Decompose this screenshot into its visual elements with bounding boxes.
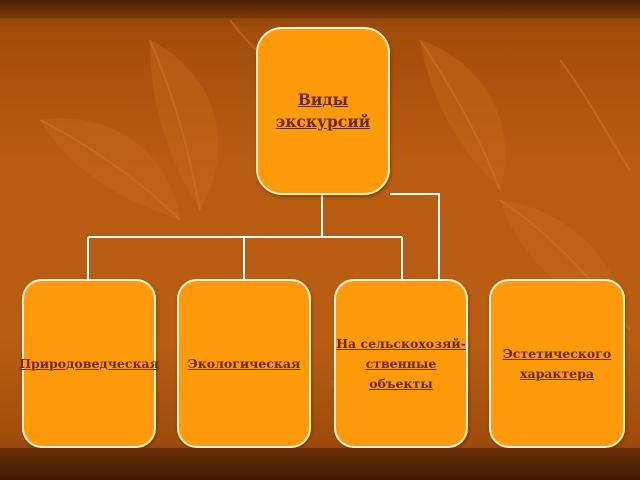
node-label: На сельскохозяй- ственные объекты xyxy=(336,335,466,391)
node-label: Природоведческая xyxy=(19,356,159,371)
node-label: Экологическая xyxy=(187,356,301,371)
node-label: Виды экскурсий xyxy=(275,90,371,131)
bottom-band xyxy=(0,448,640,480)
node-aesthetic: Эстетического характера xyxy=(489,279,625,448)
node-excursion-types: Виды экскурсий xyxy=(256,27,390,195)
node-ecological: Экологическая xyxy=(177,279,311,448)
node-label: Эстетического характера xyxy=(502,345,612,381)
top-band xyxy=(0,0,640,18)
connector-root-right xyxy=(390,193,440,279)
node-nature-study: Природоведческая xyxy=(19,279,159,448)
node-agricultural-sites: На сельскохозяй- ственные объекты xyxy=(334,279,468,448)
